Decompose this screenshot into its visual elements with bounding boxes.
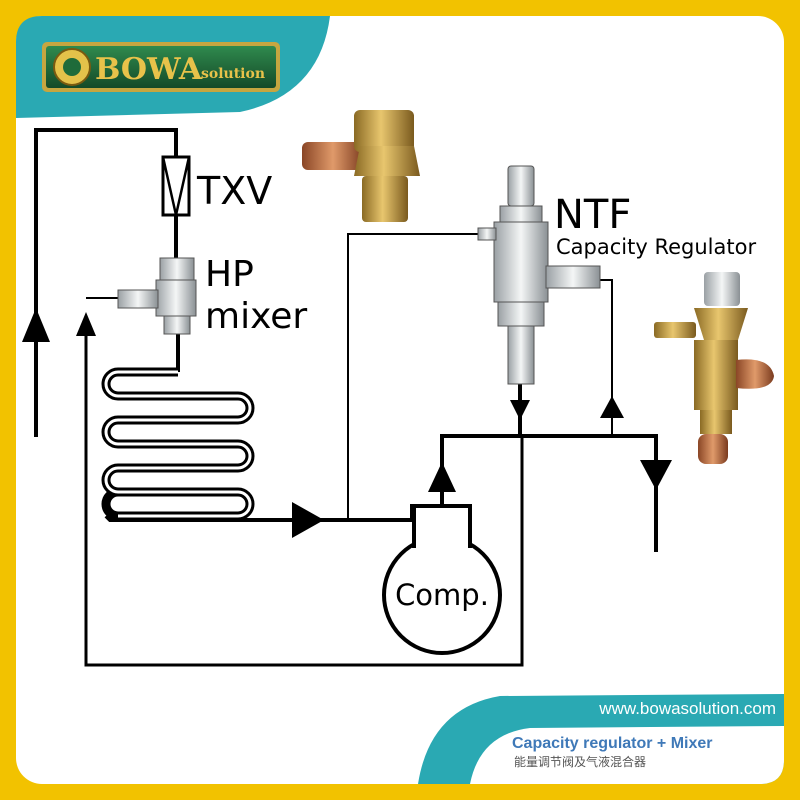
arrow-down-right bbox=[640, 460, 672, 490]
ntf-label: NTF bbox=[554, 192, 631, 238]
ntf-regulator-valve bbox=[477, 165, 601, 385]
bowa-logo: BOWA solution bbox=[42, 42, 280, 92]
arrow-up-left bbox=[22, 308, 50, 342]
capacity-regulator-label: Capacity Regulator bbox=[556, 235, 756, 259]
regulator-return-line bbox=[600, 279, 613, 436]
footer-title-en: Capacity regulator + Mixer bbox=[512, 735, 713, 752]
logo-text: BOWA bbox=[95, 52, 203, 87]
white-panel bbox=[16, 16, 784, 784]
comp-label: Comp. bbox=[395, 578, 489, 612]
left-riser-pipe bbox=[34, 128, 178, 437]
mixer-label: mixer bbox=[205, 296, 307, 337]
ntf-sense-line bbox=[347, 233, 478, 520]
footer-url: www.bowasolution.com bbox=[598, 699, 776, 718]
arrow-up-discharge bbox=[428, 462, 456, 492]
capacity-regulator-photo bbox=[654, 272, 774, 464]
footer-title-cn: 能量调节阀及气液混合器 bbox=[514, 754, 646, 769]
arrow-up-regulator bbox=[600, 396, 624, 418]
bottom-return-line bbox=[84, 324, 524, 667]
hp-label: HP bbox=[205, 254, 254, 295]
logo-subtext: solution bbox=[201, 66, 265, 82]
txv-label: TXV bbox=[196, 169, 272, 213]
flow-arrows bbox=[22, 308, 672, 538]
compressor: Comp. bbox=[382, 504, 502, 655]
arrow-down-ntf bbox=[510, 400, 530, 420]
evaporator-coil-inner bbox=[104, 370, 252, 518]
arrow-right-suction bbox=[292, 502, 324, 538]
hp-mixer-valve bbox=[117, 257, 197, 335]
brass-mixer-photo bbox=[302, 110, 420, 222]
arrow-up-inner bbox=[76, 312, 96, 336]
footer-inner bbox=[470, 726, 784, 784]
txv-symbol bbox=[161, 155, 191, 217]
